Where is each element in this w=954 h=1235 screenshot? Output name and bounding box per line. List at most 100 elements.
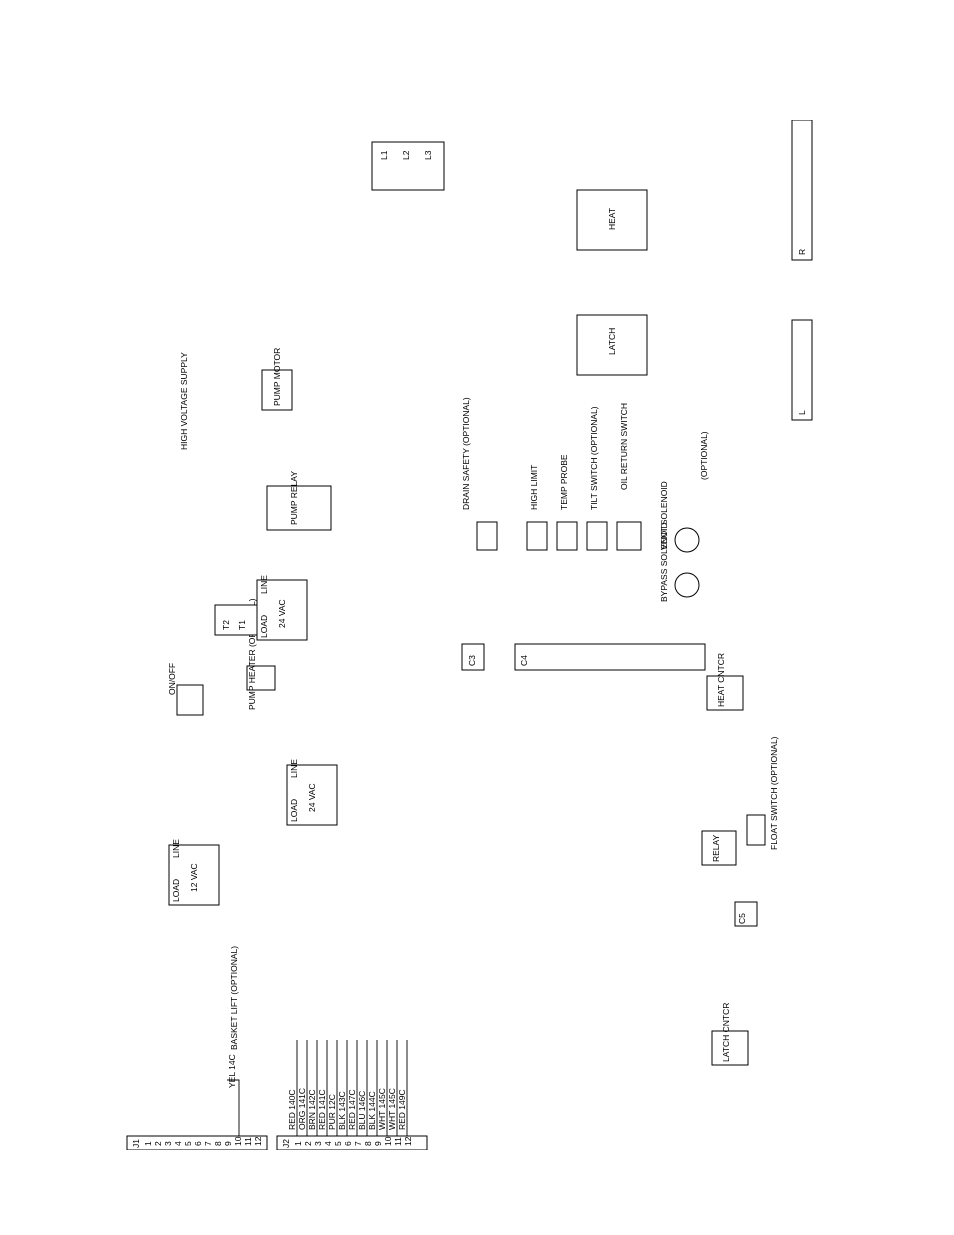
j1-terminal: 1 [143, 1141, 153, 1146]
temp-probe: TEMP PROBE [556, 454, 578, 551]
oil-return-switch: OIL RETURN SWITCH [616, 403, 642, 551]
j1-terminal: 5 [183, 1141, 193, 1146]
tilt-label: TILT SWITCH (OPTIONAL) [589, 406, 599, 510]
j2-label: J2 [281, 1139, 291, 1148]
c4-label: C4 [519, 655, 529, 666]
bypass-label: BYPASS SOLENOID [659, 522, 669, 602]
j2-wire-label: RED 147C [347, 1089, 357, 1130]
pump-heater: PUMP HEATER (OPTIONAL) [246, 598, 276, 710]
j2-wire-label: ORG 141C [297, 1088, 307, 1130]
j1-terminal: 7 [203, 1141, 213, 1146]
pump-relay: PUMP RELAY [266, 471, 332, 531]
float-switch: FLOAT SWITCH (OPTIONAL) [746, 736, 779, 850]
supply-label: HIGH VOLTAGE SUPPLY [179, 352, 189, 450]
connector-c4: C4 [514, 643, 706, 671]
heat-block: HEAT [576, 189, 648, 251]
relay: RELAY [701, 830, 737, 866]
j2-wire-label: RED 140C [287, 1089, 297, 1130]
j2-terminal: 12 [403, 1136, 413, 1146]
latch-contactor: LATCH CNTCR [711, 1003, 749, 1066]
line-terminals: L1 L2 L3 [371, 141, 445, 191]
j2-terminal: 10 [383, 1136, 393, 1146]
j2-terminal: 1 [293, 1141, 303, 1146]
connector-c5: C5 [734, 901, 758, 927]
c3-label: C3 [467, 655, 477, 666]
heat-block-label: HEAT [607, 208, 617, 230]
on-off-label: ON/OFF [167, 663, 177, 695]
j1-terminal: 4 [173, 1141, 183, 1146]
j2-wire-label: WHT 145C [377, 1088, 387, 1130]
latch-contactor-label: LATCH CNTCR [721, 1003, 731, 1062]
tilt-switch: TILT SWITCH (OPTIONAL) [586, 406, 608, 551]
j1-terminal: 10 [233, 1136, 243, 1146]
vent-solenoid: VENT SOLENOID [659, 481, 700, 553]
probe-label: TEMP PROBE [559, 454, 569, 510]
latch-block-label: LATCH [607, 328, 617, 355]
strip-l-label: L [797, 410, 807, 415]
heat-contactor: HEAT CNTCR [706, 653, 744, 711]
bypass-solenoid: BYPASS SOLENOID [659, 522, 700, 602]
j2-wire-label: BRN 142C [307, 1089, 317, 1130]
optional-label: (OPTIONAL) [699, 431, 709, 480]
transformer-24vac-a: 24 VAC LINE LOAD [286, 759, 338, 826]
j1-terminal: 9 [223, 1141, 233, 1146]
line-l3: L3 [423, 150, 433, 160]
j1-label: J1 [131, 1139, 141, 1148]
high-voltage-supply: HIGH VOLTAGE SUPPLY [179, 352, 189, 450]
float-switch-label: FLOAT SWITCH (OPTIONAL) [769, 736, 779, 850]
j2-wire-label: RED 141C [317, 1089, 327, 1130]
pump-heater-label: PUMP HEATER (OPTIONAL) [247, 598, 257, 710]
hilimit-label: HIGH LIMIT [529, 465, 539, 510]
j1-terminal: 6 [193, 1141, 203, 1146]
trans24b-rating: 24 VAC [277, 599, 287, 628]
j1-wire-label: YEL 14C [227, 1054, 237, 1088]
on-off-switch: ON/OFF [167, 663, 204, 716]
j2-terminal: 5 [333, 1141, 343, 1146]
trans24b-load: LOAD [259, 615, 269, 638]
terminal-strip-r: R [791, 120, 813, 261]
trans24a-rating: 24 VAC [307, 783, 317, 812]
vent-label: VENT SOLENOID [659, 481, 669, 550]
basket-lift-label: BASKET LIFT (OPTIONAL) [229, 946, 239, 1050]
j2-terminal: 9 [373, 1141, 383, 1146]
j1-terminal: 8 [213, 1141, 223, 1146]
j2-terminal: 3 [313, 1141, 323, 1146]
j2-terminal: 4 [323, 1141, 333, 1146]
line-l2: L2 [401, 150, 411, 160]
t1-label: T1 [237, 620, 247, 630]
j2-terminal: 11 [393, 1137, 403, 1146]
pump-relay-label: PUMP RELAY [289, 471, 299, 525]
c5-label: C5 [737, 913, 747, 924]
j1-terminal: 2 [153, 1141, 163, 1146]
heat-contactor-label: HEAT CNTCR [716, 653, 726, 707]
trans24a-line: LINE [289, 759, 299, 778]
trans24b-line: LINE [259, 575, 269, 594]
transformer-t1-t2: T2 T1 [214, 604, 258, 636]
connector-c3: C3 [461, 643, 485, 671]
j2-wire-label: BLK 144C [367, 1091, 377, 1130]
j2-wire-label: BLK 143C [337, 1091, 347, 1130]
j2-wire-label: PUR 12C [327, 1094, 337, 1130]
wire-yel [227, 1079, 240, 1136]
trans24a-load: LOAD [289, 799, 299, 822]
j2-wire-label: RED 149C [397, 1089, 407, 1130]
j2-wire-label: WHT 145C [387, 1088, 397, 1130]
j2-terminal: 7 [353, 1141, 363, 1146]
trans12-line: LINE [171, 839, 181, 858]
transformer-12vac: 12 VAC LINE LOAD [168, 839, 220, 906]
drain-label: DRAIN SAFETY (OPTIONAL) [461, 397, 471, 510]
pump-motor-label: PUMP MOTOR [272, 348, 282, 406]
oil-return-label: OIL RETURN SWITCH [619, 403, 629, 490]
t2-label: T2 [221, 620, 231, 630]
trans12-rating: 12 VAC [189, 863, 199, 892]
drain-safety: DRAIN SAFETY (OPTIONAL) [461, 397, 498, 551]
j2-terminal: 2 [303, 1141, 313, 1146]
transformer-24vac-b: 24 VAC LINE LOAD [256, 575, 308, 641]
j1-terminal: 11 [243, 1137, 253, 1146]
j2-terminal: 8 [363, 1141, 373, 1146]
j1-terminal: 12 [253, 1136, 263, 1146]
